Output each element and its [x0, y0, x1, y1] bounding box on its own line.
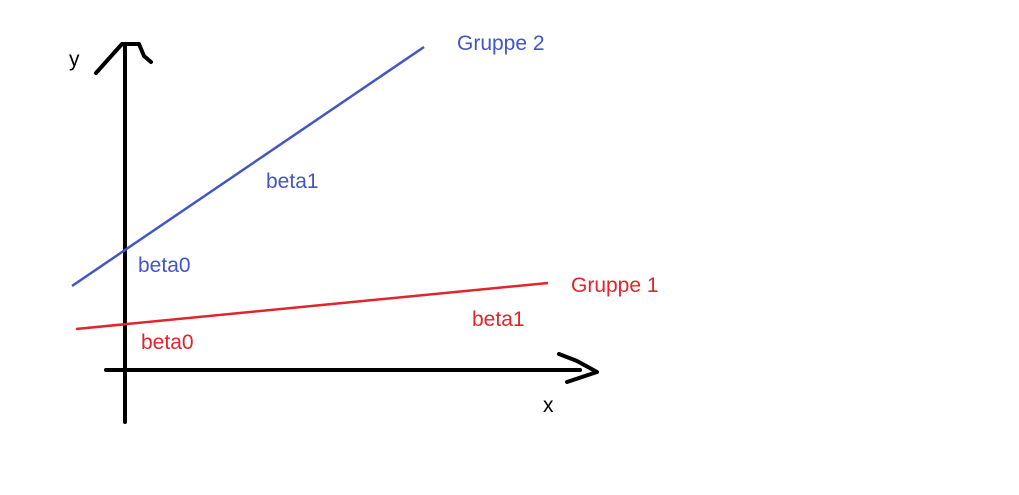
gruppe-2-intercept-label: beta0 [138, 254, 191, 277]
gruppe-1-intercept-label: beta0 [141, 331, 194, 354]
gruppe-2-slope-label: beta1 [266, 170, 319, 193]
gruppe-2-label: Gruppe 2 [457, 32, 545, 55]
x-axis-label: x [543, 394, 554, 417]
gruppe-1-slope-label: beta1 [472, 308, 525, 331]
y-axis-label: y [69, 48, 80, 71]
gruppe-1-label: Gruppe 1 [571, 274, 659, 297]
axes [94, 42, 599, 424]
gruppe-2-regression-line [71, 45, 425, 288]
gruppe-1-regression-line [75, 281, 549, 331]
y-axis-arrowhead [94, 42, 153, 75]
x-axis-arrowhead [557, 352, 599, 384]
